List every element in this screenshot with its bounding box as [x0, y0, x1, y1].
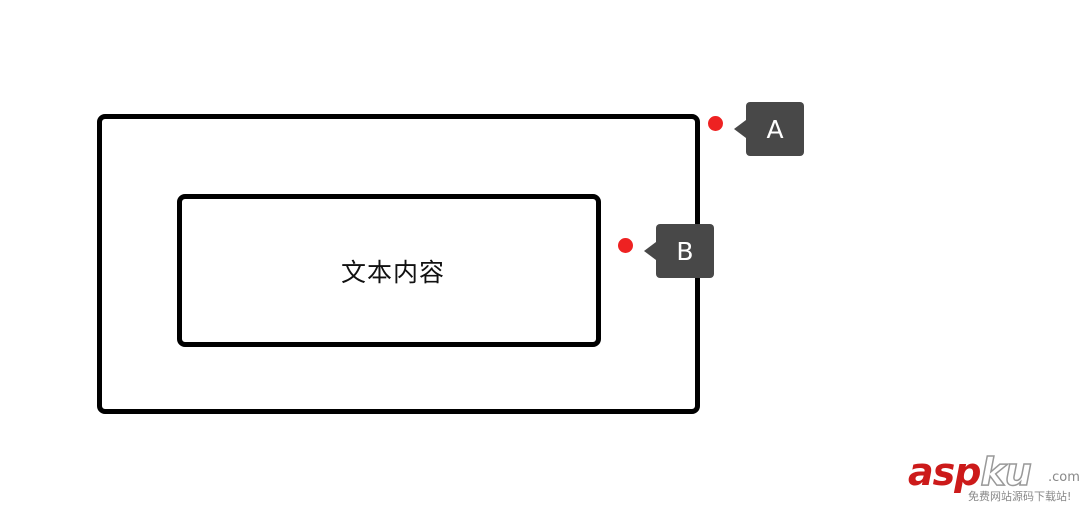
watermark-brand-ku: ku: [980, 449, 1033, 495]
watermark-logo: aspku .com 免费网站源码下载站!: [908, 449, 1080, 506]
watermark-tagline: 免费网站源码下载站!: [968, 490, 1072, 503]
callout-a-label: A: [766, 114, 784, 144]
inner-box-text: 文本内容: [340, 257, 445, 287]
callout-a: A: [746, 102, 804, 156]
callout-b-label: B: [676, 236, 694, 266]
callout-b: B: [656, 224, 714, 278]
inner-box: 文本内容: [177, 194, 601, 347]
marker-dot-a: [708, 116, 723, 131]
watermark-brand-asp: asp: [908, 450, 981, 494]
marker-dot-b: [618, 238, 633, 253]
watermark-domain: .com: [1048, 470, 1080, 485]
watermark-brand: aspku: [908, 449, 1033, 495]
